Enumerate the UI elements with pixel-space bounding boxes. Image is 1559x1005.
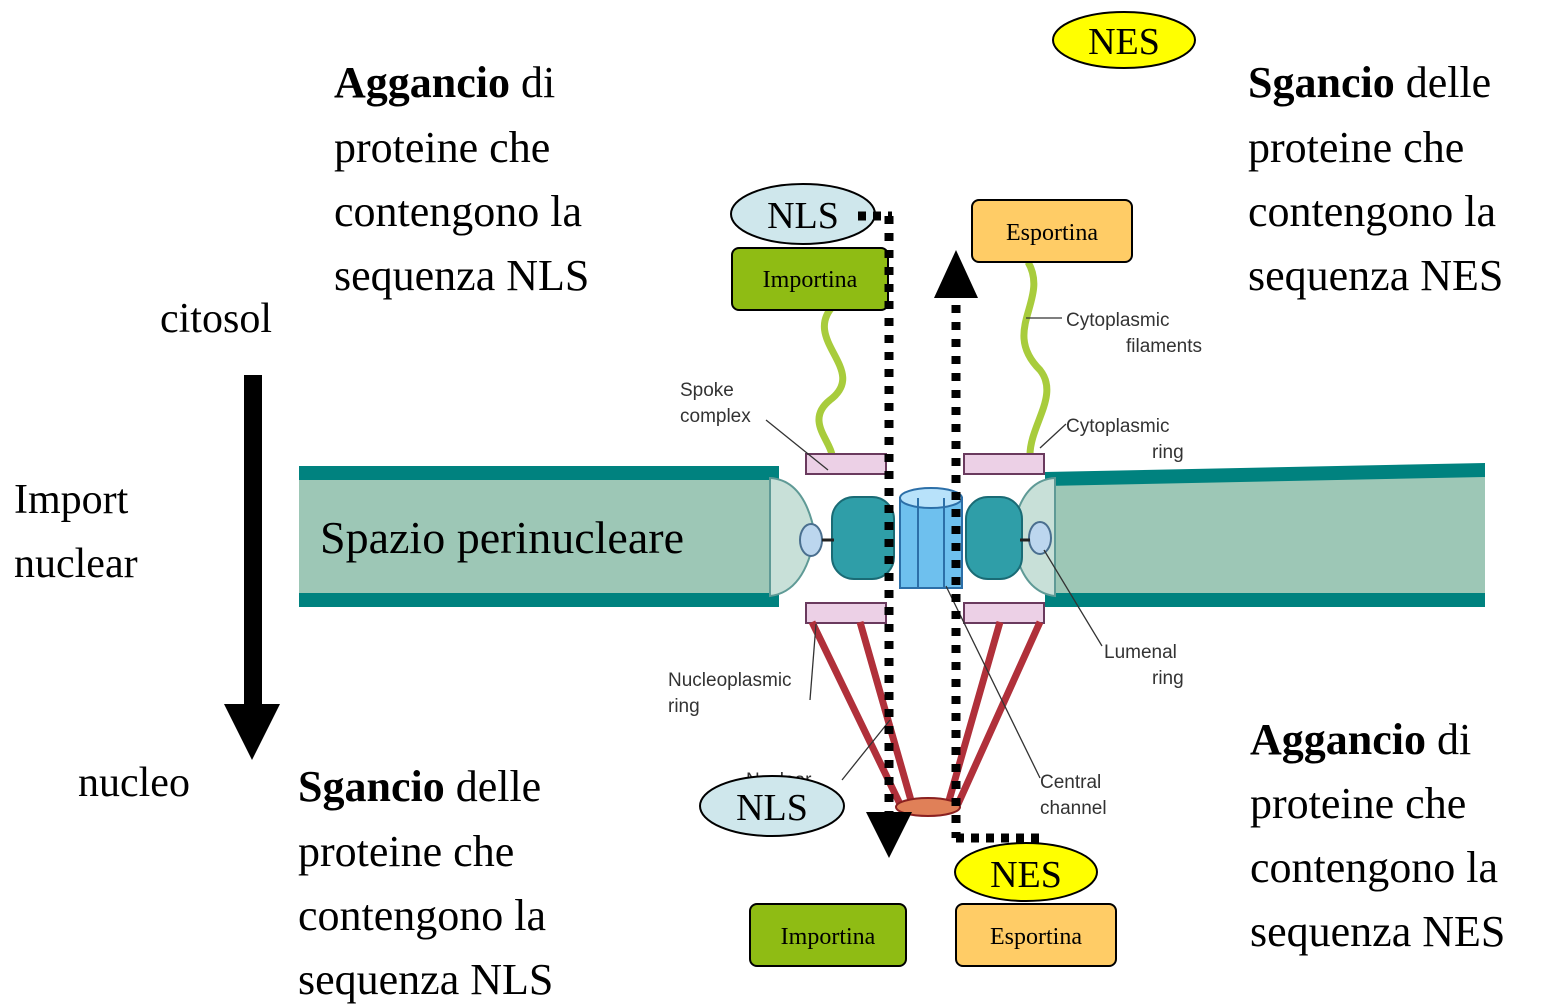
central-channel <box>899 487 963 589</box>
import-direction-arrow <box>224 375 280 760</box>
lumenal-ring-right <box>1028 521 1052 555</box>
svg-text:Importina: Importina <box>781 924 876 950</box>
label-spoke-complex-1: Spoke <box>680 380 734 401</box>
import-dotted-path <box>858 211 912 858</box>
cytoplasmic-ring-left <box>805 453 887 475</box>
basket-distal-ring <box>895 797 961 817</box>
svg-text:NLS: NLS <box>736 787 808 829</box>
nes-signal-bottom: NES <box>954 842 1098 902</box>
spoke-complex-left <box>831 496 895 580</box>
import-label-line1: Import <box>14 477 129 523</box>
svg-text:Sgancio delle: Sgancio delle <box>1248 58 1491 107</box>
export-dotted-path <box>934 250 1046 843</box>
label-cytoplasmic-filaments-2: filaments <box>1126 336 1202 357</box>
svg-text:NES: NES <box>1088 21 1160 63</box>
svg-text:proteine che: proteine che <box>298 827 514 876</box>
import-label-line2: nuclear <box>14 541 138 587</box>
nls-signal-top: NLS <box>730 183 876 245</box>
nuclear-basket <box>808 620 1044 806</box>
svg-text:sequenza NES: sequenza NES <box>1248 251 1503 300</box>
spoke-complex-right <box>965 496 1023 580</box>
nucleo-label: nucleo <box>78 760 190 806</box>
svg-text:Aggancio di: Aggancio di <box>334 58 555 107</box>
nuclear-envelope-right <box>1045 463 1485 607</box>
citosol-label: citosol <box>160 296 272 342</box>
nls-signal-bottom: NLS <box>699 775 845 837</box>
label-central-channel-1: Central <box>1040 772 1101 793</box>
nes-signal-top: NES <box>1052 11 1196 69</box>
svg-text:Esportina: Esportina <box>990 924 1082 950</box>
svg-text:contengono la: contengono la <box>298 891 546 940</box>
svg-text:sequenza NLS: sequenza NLS <box>334 251 589 300</box>
svg-text:sequenza NLS: sequenza NLS <box>298 955 553 1004</box>
nucleoplasmic-ring-left <box>805 602 887 624</box>
label-spoke-complex-2: complex <box>680 406 751 427</box>
svg-text:contengono la: contengono la <box>1248 187 1496 236</box>
label-cytoplasmic-ring-1: Cytoplasmic <box>1066 416 1169 437</box>
cytoplasmic-ring-right <box>963 453 1045 475</box>
text-block-bottom-left: Sgancio delle proteine che contengono la… <box>298 762 553 1004</box>
svg-text:NES: NES <box>990 854 1062 896</box>
label-lumenal-ring-2: ring <box>1152 668 1184 689</box>
nuclear-envelope-left <box>299 466 779 607</box>
svg-text:proteine che: proteine che <box>334 123 550 172</box>
esportina-top: Esportina <box>971 199 1133 263</box>
svg-text:proteine che: proteine che <box>1248 123 1464 172</box>
svg-text:Importina: Importina <box>763 267 858 293</box>
esportina-bottom: Esportina <box>955 903 1117 967</box>
svg-text:Esportina: Esportina <box>1006 220 1098 246</box>
text-block-top-left: Aggancio di proteine che contengono la s… <box>334 58 589 300</box>
nucleoplasmic-ring-right <box>963 602 1045 624</box>
importina-bottom: Importina <box>749 903 907 967</box>
label-cytoplasmic-filaments-1: Cytoplasmic <box>1066 310 1169 331</box>
membrane-label: Spazio perinucleare <box>320 512 684 563</box>
label-nucleoplasmic-ring-1: Nucleoplasmic <box>668 670 792 691</box>
importina-top: Importina <box>731 247 889 311</box>
svg-text:sequenza NES: sequenza NES <box>1250 907 1505 956</box>
label-nucleoplasmic-ring-2: ring <box>668 696 700 717</box>
label-central-channel-2: channel <box>1040 798 1107 819</box>
svg-text:contengono la: contengono la <box>334 187 582 236</box>
lumenal-ring-left <box>799 523 823 557</box>
label-lumenal-ring-1: Lumenal <box>1104 642 1177 663</box>
text-block-bottom-right: Aggancio di proteine che contengono la s… <box>1250 715 1505 956</box>
cytoplasmic-filament-right <box>1020 260 1051 456</box>
label-cytoplasmic-ring-2: ring <box>1152 442 1184 463</box>
svg-text:NLS: NLS <box>767 195 839 237</box>
cytoplasmic-filament-left <box>815 302 847 456</box>
text-block-top-right: Sgancio delle proteine che contengono la… <box>1248 58 1503 300</box>
svg-text:Aggancio di: Aggancio di <box>1250 715 1471 764</box>
svg-text:proteine che: proteine che <box>1250 779 1466 828</box>
svg-text:Sgancio delle: Sgancio delle <box>298 762 541 811</box>
svg-text:contengono la: contengono la <box>1250 843 1498 892</box>
